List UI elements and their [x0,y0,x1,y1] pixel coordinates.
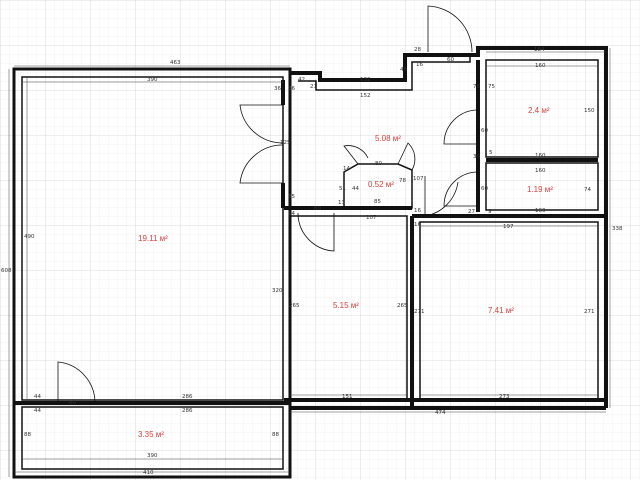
dim-label: 46 [400,67,407,73]
dim-label: 60 [447,57,454,63]
dimension-labels: 463 390 608 490 410 390 44 44 88 88 60 2… [1,47,623,476]
door-main-room-right [239,144,284,184]
dim-label: 60 [481,186,488,192]
dim-label: 338 [612,226,623,232]
dim-label: 197 [503,224,514,230]
dim-label: 265 [397,303,408,309]
dim-label: 60 [69,400,76,406]
dimension-lines [8,48,611,477]
dim-label: 74 [584,187,591,193]
dim-label: 42 [298,77,305,83]
dim-label: 286 [182,408,193,414]
dim-label: 88 [272,432,279,438]
wall-main-room-inner [21,76,284,401]
dim-label: 107 [413,176,424,182]
dim-label: 463 [170,60,181,66]
dim-label: 390 [147,453,158,459]
dim-label: 152 [360,93,371,99]
dim-label: 5 [489,150,493,156]
dim-label: 35 [288,194,295,200]
dim-label: 21 [310,84,317,90]
door-room-center [297,212,335,252]
dim-label: 125 [280,140,291,146]
dim-label: 150 [584,108,595,114]
dim-label: 160 [535,208,546,214]
dim-label: 160 [535,168,546,174]
dim-label: 107 [366,215,377,221]
area-room-center: 5.15 м² [333,301,359,310]
dim-label: 320 [272,288,283,294]
dim-label: 490 [24,234,35,240]
area-bath-small: 1.19 м² [527,185,553,194]
dim-label: 27 [468,209,475,215]
dim-label: 88 [24,432,31,438]
dim-label: 36 [274,86,281,92]
dim-label: 14 [288,211,295,217]
dim-label: 44 [34,408,41,414]
dim-label: 44 [34,394,41,400]
dim-label: 273 [499,394,510,400]
dim-label: 132 [360,77,371,83]
dim-label: 16 [414,208,421,214]
dim-label: 13 [338,200,345,206]
dim-label: 44 [352,186,359,192]
wall-hall-top [290,46,608,408]
door-balcony [57,361,96,404]
dim-label: 16 [416,62,423,68]
wall-bath-top [485,59,599,158]
wall-bath-small [485,162,599,211]
door-bath-small [443,171,479,207]
dim-label: 286 [182,394,193,400]
dim-label: 28 [414,47,421,53]
wall-balcony [21,406,284,470]
dim-label: 14 [343,166,350,172]
dim-label: 85 [374,199,381,205]
dim-label: 9 [488,209,492,215]
dim-label: 75 [473,84,480,90]
dim-label: 51 [339,186,346,192]
door-closet-right [397,142,416,171]
dim-label: 271 [584,309,595,315]
dim-label: 160 [535,63,546,69]
area-bath-top: 2.4 м² [528,106,550,115]
dim-label: 410 [143,470,154,476]
area-balcony: 3.35 м² [138,430,164,439]
dim-label: 271 [414,309,425,315]
door-main-room-left [239,104,284,144]
dim-label: 80 [375,161,382,167]
dim-label: 60 [314,206,321,212]
area-labels: 19.11 м² 3.35 м² 5.08 м² 0.52 м² 5.15 м²… [138,106,553,439]
dim-label: 36 [288,86,295,92]
area-hall: 5.08 м² [375,134,401,143]
door-room-right [424,176,459,217]
dim-label: 16 [414,222,421,228]
door-bath-top [443,109,479,145]
dim-label: 160 [535,153,546,159]
dim-label: 75 [488,84,495,90]
dim-label: 608 [1,268,12,274]
door-closet-left [343,145,369,165]
dim-label: 390 [147,77,158,83]
dim-label: 151 [342,394,353,400]
dim-label: 30 [473,154,480,160]
doors [57,5,479,404]
area-closet: 0.52 м² [368,180,394,189]
dim-label: 265 [289,303,300,309]
dim-label: 184 [534,47,545,53]
dim-label: 78 [399,178,406,184]
door-entrance [427,5,473,53]
dim-label: 60 [481,128,488,134]
dim-label: 474 [435,410,446,416]
area-main-room: 19.11 м² [138,234,168,243]
area-room-right: 7.41 м² [488,306,514,315]
